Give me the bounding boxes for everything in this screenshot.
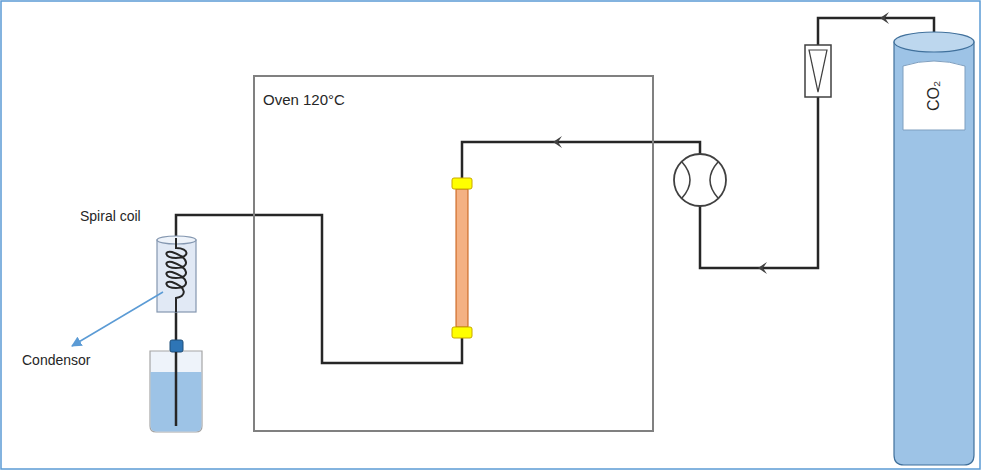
vial-cap (170, 340, 183, 352)
flow-chevron (758, 262, 767, 274)
pipe (175, 352, 178, 426)
part-label: Condensor (22, 352, 91, 368)
cylinder-body (894, 42, 974, 465)
part-label: Spiral coil (80, 208, 141, 224)
node-label: CO₂ (925, 81, 943, 111)
cylinder-top (894, 32, 974, 52)
spiral-coil (166, 238, 186, 312)
gas-cylinder: CO₂ (893, 30, 976, 467)
flow-chevron (880, 12, 889, 24)
column (452, 178, 472, 338)
condenser (157, 236, 196, 312)
pump-body (674, 154, 726, 206)
column-fitting (452, 327, 472, 338)
pipe (176, 215, 462, 363)
pipe (462, 142, 700, 178)
oven-box: Oven 120°C (253, 75, 654, 432)
vial-body (150, 351, 202, 432)
leader-arrow (72, 292, 163, 346)
column-tube (456, 189, 468, 327)
node-label: Oven 120°C (263, 91, 345, 108)
flowmeter (805, 45, 831, 97)
column-fitting (452, 178, 472, 189)
collection-vial (150, 340, 202, 432)
gas-pipes (176, 18, 934, 363)
pump (674, 154, 726, 206)
flowmeter-taper (809, 50, 827, 92)
pipe (175, 312, 178, 340)
flow-chevron (553, 136, 562, 148)
flowmeter-body (805, 45, 831, 97)
pump-symbol (682, 162, 718, 198)
flow-arrows (553, 12, 889, 274)
cylinder-label-patch (903, 61, 965, 130)
